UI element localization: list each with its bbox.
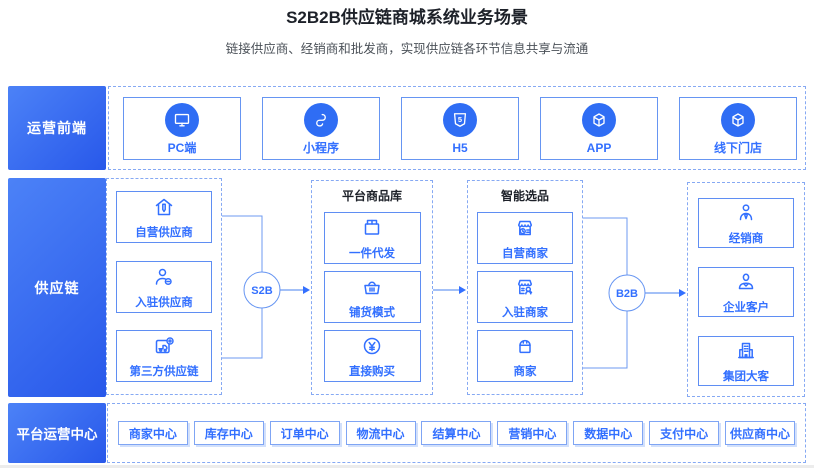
pool-card-direct-purchase: 直接购买 <box>323 330 421 382</box>
pool-arrowhead <box>459 286 466 294</box>
supplier-card-label: 自营供应商 <box>135 227 193 239</box>
s2b-bracket-line <box>222 215 263 359</box>
ops-card-data-center: 数据中心 <box>573 421 644 445</box>
frontend-card-h5: 5 H5 <box>401 96 519 160</box>
smart-card-settled-merchant: 入驻商家 <box>477 271 573 323</box>
ops-card-settlement-center: 结算中心 <box>421 421 492 445</box>
customer-card-label: 经销商 <box>728 233 764 245</box>
pc-monitor-icon <box>165 102 199 137</box>
smart-selection-title: 智能选品 <box>500 189 549 203</box>
ops-card-merchant-center: 商家中心 <box>117 421 188 445</box>
b2b-circle <box>608 274 646 312</box>
pool-card-distribution-mode: 铺货模式 <box>323 271 421 323</box>
supply-chain-content: 自营供应商 入驻供应商 第三方供应链 平台商品库 <box>106 178 806 397</box>
basket-icon <box>360 275 384 304</box>
building-icon <box>734 339 758 368</box>
ops-card-marketing-center: 营销中心 <box>497 421 568 445</box>
truck-plus-icon <box>152 334 176 363</box>
ops-card-logistics-center: 物流中心 <box>345 421 416 445</box>
ops-card-payment-center: 支付中心 <box>649 421 720 445</box>
storefront-icon <box>513 334 537 363</box>
ops-card-order-center: 订单中心 <box>269 421 340 445</box>
frontend-card-label: PC端 <box>167 140 197 155</box>
supplier-card-third-party: 第三方供应链 <box>116 330 212 382</box>
customer-card-group-key-account: 集团大客 <box>698 336 794 386</box>
pool-card-label: 直接购买 <box>349 366 395 378</box>
s2b-circle <box>243 271 281 309</box>
b2b-bracket-line <box>583 217 628 369</box>
supply-chain-row-label: 供应链 <box>8 178 106 397</box>
smart-card-self-merchant: 自营商家 <box>477 212 573 264</box>
frontend-container: PC端 小程序 5 H5 APP <box>108 86 806 170</box>
operations-container: 商家中心 库存中心 订单中心 物流中心 结算中心 营销中心 数据中心 支付中心 … <box>107 403 806 463</box>
supplier-card-label: 入驻供应商 <box>135 296 193 309</box>
frontend-card-app: APP <box>540 96 658 160</box>
app-cube-icon <box>582 102 616 137</box>
supplier-card-settled: 入驻供应商 <box>116 260 212 313</box>
frontend-row-label: 运营前端 <box>8 86 106 170</box>
smart-card-merchant: 商家 <box>477 330 573 382</box>
h5-icon: 5 <box>443 102 477 137</box>
frontend-card-label: 线下门店 <box>713 140 762 155</box>
customer-card-label: 集团大客 <box>723 371 769 383</box>
operations-row-label: 平台运营中心 <box>8 403 106 463</box>
smart-card-label: 商家 <box>513 366 537 378</box>
package-icon <box>360 216 384 245</box>
diagram-body: 运营前端 PC端 小程序 5 H5 <box>8 86 806 463</box>
storefront-person-icon <box>513 275 537 304</box>
b2b-arrowhead <box>679 289 686 297</box>
frontend-card-label: H5 <box>452 140 468 155</box>
pool-card-dropshipping: 一件代发 <box>323 212 421 264</box>
person-tie-icon <box>734 201 758 230</box>
frontend-card-pc: PC端 <box>123 96 241 160</box>
product-pool-title: 平台商品库 <box>341 189 402 203</box>
pool-card-label: 一件代发 <box>349 248 395 260</box>
yuan-circle-icon <box>360 334 384 363</box>
home-edit-icon <box>152 195 176 224</box>
frontend-card-label: 小程序 <box>302 140 339 155</box>
row-frontend: 运营前端 PC端 小程序 5 H5 <box>8 86 806 170</box>
person-badge-icon <box>152 265 176 294</box>
frontend-card-offline-store: 线下门店 <box>679 96 797 160</box>
page-subtitle: 链接供应商、经销商和批发商，实现供应链各环节信息共享与流通 <box>225 42 589 56</box>
svg-text:5: 5 <box>458 115 462 124</box>
b2b-label: B2B <box>616 288 638 300</box>
smart-card-label: 入驻商家 <box>502 307 548 319</box>
frontend-card-label: APP <box>586 140 612 155</box>
mini-program-icon <box>304 102 338 137</box>
suppliers-container: 自营供应商 入驻供应商 第三方供应链 <box>106 178 222 395</box>
supplier-card-label: 第三方供应链 <box>129 366 199 378</box>
store-cube-icon <box>721 102 755 137</box>
supplier-card-self-operated: 自营供应商 <box>116 191 212 243</box>
s2b-arrowhead <box>303 286 310 294</box>
person-suit-icon <box>734 270 758 299</box>
storefront-check-icon <box>513 216 537 245</box>
row-operation-centers: 平台运营中心 商家中心 库存中心 订单中心 物流中心 结算中心 营销中心 数据中… <box>8 403 806 463</box>
ops-card-inventory-center: 库存中心 <box>193 421 264 445</box>
customer-card-enterprise: 企业客户 <box>698 267 794 317</box>
customer-card-distributor: 经销商 <box>698 198 794 248</box>
pool-card-label: 铺货模式 <box>349 307 395 319</box>
customers-container: 经销商 企业客户 集团大客 <box>687 182 805 397</box>
row-supply-chain: 供应链 自营供应商 入驻供应商 <box>8 178 806 397</box>
smart-card-label: 自营商家 <box>502 248 548 260</box>
product-pool-container: 平台商品库 一件代发 铺货模式 直接购买 <box>311 180 433 395</box>
diagram-header: S2B2B供应链商城系统业务场景 链接供应商、经销商和批发商，实现供应链各环节信… <box>0 0 814 57</box>
customer-card-label: 企业客户 <box>723 302 769 314</box>
page-title: S2B2B供应链商城系统业务场景 <box>286 8 528 27</box>
smart-selection-container: 智能选品 自营商家 入驻商家 商家 <box>467 180 583 395</box>
bottom-divider <box>0 465 814 468</box>
frontend-card-miniprogram: 小程序 <box>262 96 380 160</box>
s2b-label: S2B <box>251 285 272 297</box>
ops-card-supplier-center: 供应商中心 <box>725 421 796 445</box>
